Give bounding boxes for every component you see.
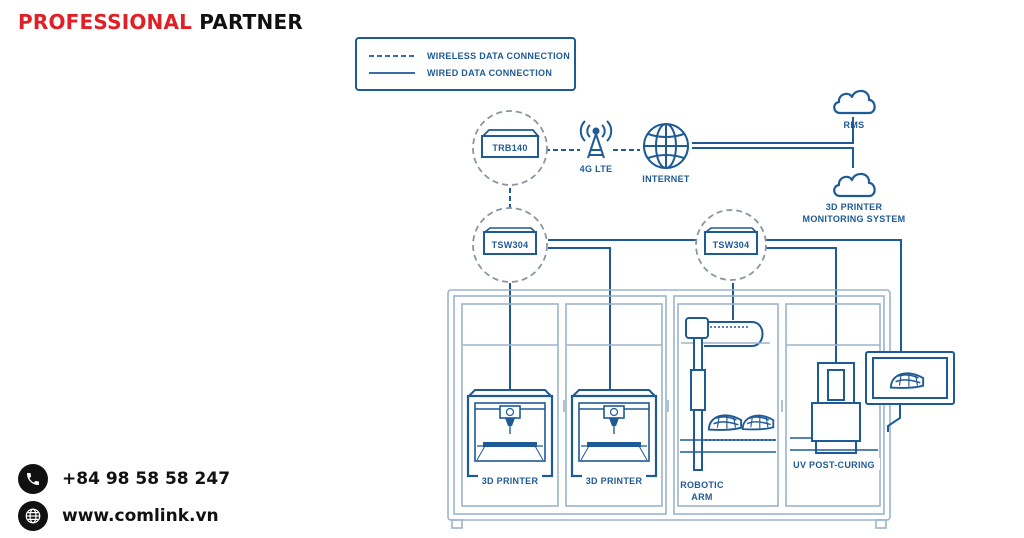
router-label: TRB140 <box>492 143 527 153</box>
legend: WIRELESS DATA CONNECTION WIRED DATA CONN… <box>355 37 576 91</box>
website-contact[interactable]: www.comlink.vn <box>18 501 219 531</box>
arm-label-line2: ARM <box>691 492 712 502</box>
brand-title-dark: PARTNER <box>199 10 303 34</box>
lte-label: 4G LTE <box>580 164 613 174</box>
switch-left-label: TSW304 <box>492 240 529 250</box>
printer-2-icon <box>570 388 658 478</box>
phone-contact[interactable]: +84 98 58 58 247 <box>18 464 230 494</box>
switch-right-label: TSW304 <box>713 240 750 250</box>
arm-label-line1: ROBOTIC <box>680 480 724 490</box>
printer-1-label: 3D PRINTER <box>482 476 539 486</box>
router-node: TRB140 <box>472 110 548 186</box>
brand-title: PROFESSIONAL PARTNER <box>18 10 303 34</box>
legend-wired-label: WIRED DATA CONNECTION <box>427 68 552 78</box>
switch-left-node: TSW304 <box>472 207 548 283</box>
phone-icon <box>18 464 48 494</box>
monitoring-label-line2: MONITORING SYSTEM <box>803 214 906 224</box>
helmet-2-icon <box>741 413 775 431</box>
monitoring-label-line1: 3D PRINTER <box>826 202 883 212</box>
uv-curing-icon <box>790 362 878 454</box>
internet-globe-icon <box>643 123 689 169</box>
connections <box>509 117 902 390</box>
lte-antenna-icon <box>579 120 613 159</box>
switch-right-node: TSW304 <box>695 209 767 281</box>
rms-cloud-icon <box>833 89 876 115</box>
globe-icon <box>18 501 48 531</box>
robotic-arm-icon <box>680 317 776 471</box>
printer-2-label: 3D PRINTER <box>586 476 643 486</box>
internet-label: INTERNET <box>642 174 690 184</box>
helmet-1-icon <box>707 413 743 431</box>
rms-label: RMS <box>844 120 865 130</box>
monitoring-cloud-icon <box>833 172 876 198</box>
website-url: www.comlink.vn <box>62 506 219 526</box>
brand-title-red: PROFESSIONAL <box>18 10 193 34</box>
printer-1-icon <box>466 388 554 478</box>
phone-number: +84 98 58 58 247 <box>62 469 231 489</box>
legend-wireless-label: WIRELESS DATA CONNECTION <box>427 51 570 61</box>
uv-label: UV POST-CURING <box>793 460 875 470</box>
